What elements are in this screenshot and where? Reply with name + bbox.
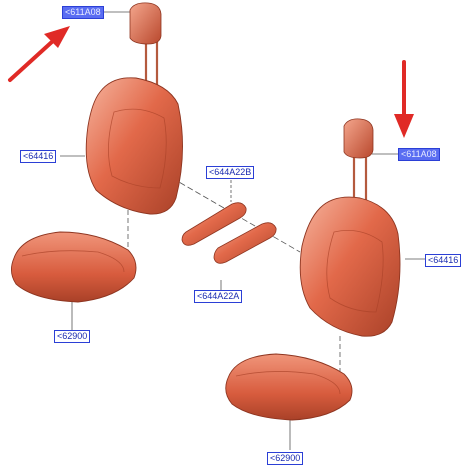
right-headrest	[343, 118, 374, 208]
callout-headrest-right[interactable]: <611A08	[398, 148, 440, 161]
armrest-b	[181, 202, 247, 246]
callout-cushion-left[interactable]: <62900	[54, 330, 91, 343]
armrest-a	[213, 222, 277, 264]
left-cushion	[11, 231, 137, 303]
callout-seatback-left[interactable]: <64416	[20, 150, 57, 163]
callout-headrest-left[interactable]: <611A08	[62, 6, 104, 19]
callout-armrest-a[interactable]: <644A22A	[194, 290, 243, 303]
right-seatback	[299, 196, 401, 337]
callout-seatback-right[interactable]: <64416	[425, 254, 462, 267]
callout-armrest-b[interactable]: <644A22B	[206, 166, 255, 179]
red-arrow-right	[394, 60, 414, 138]
right-cushion	[225, 353, 353, 421]
callout-cushion-right[interactable]: <62900	[267, 452, 304, 465]
left-headrest	[129, 2, 162, 92]
red-arrow-left	[8, 26, 70, 82]
left-seatback	[85, 77, 183, 215]
